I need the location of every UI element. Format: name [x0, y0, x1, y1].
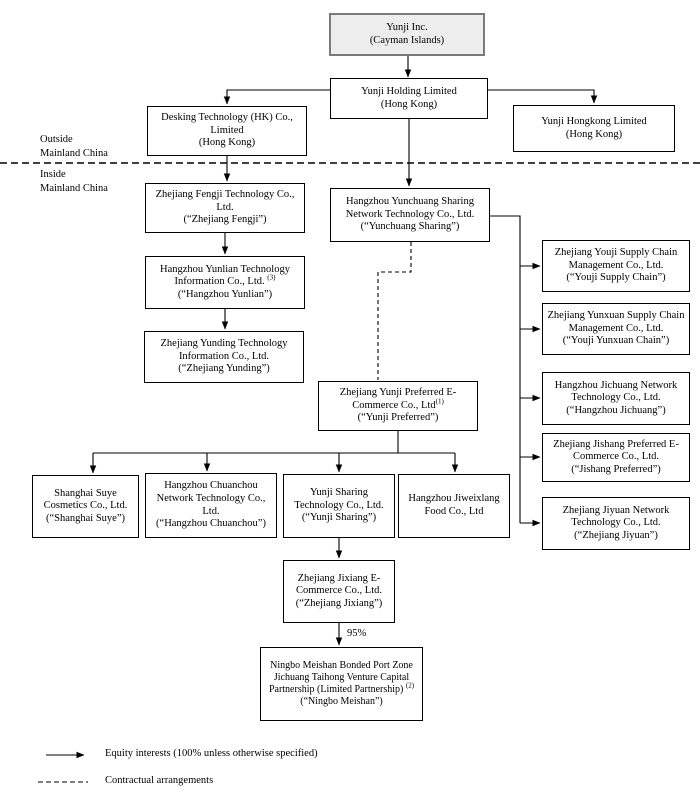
company-sub: (Hong Kong)	[380, 98, 438, 110]
org-box-zhejiang-jiyuan: Zhejiang Jiyuan Network Technology Co., …	[542, 497, 690, 550]
company-sub: (“Yunji Preferred”)	[357, 412, 439, 424]
legend-contractual-label: Contractual arrangements	[105, 775, 214, 786]
company-name: Ningbo Meishan Bonded Port Zone Jichuang…	[268, 660, 415, 695]
company-name: Zhejiang Jishang Preferred E-Commerce Co…	[553, 438, 679, 463]
company-sub: (“Youji Supply Chain”)	[566, 272, 666, 284]
company-name: Yunji Inc.	[386, 21, 428, 33]
company-name: Hangzhou Yunchuang Sharing Network Techn…	[345, 196, 475, 220]
company-name: Zhejiang Youji Supply Chain Management C…	[554, 247, 678, 271]
company-name: Hangzhou Chuanchou Network Technology Co…	[156, 480, 266, 517]
org-box-jishang-preferred: Zhejiang Jishang Preferred E-Commerce Co…	[542, 433, 690, 482]
company-sub: (“Zhejiang Fengji”)	[183, 214, 267, 226]
company-name: Zhejiang Yunding Technology Information …	[160, 338, 288, 362]
org-box-desking: Desking Technology (HK) Co., Limited (Ho…	[147, 106, 307, 156]
company-name: Zhejiang Jixiang E-Commerce Co., Ltd.	[295, 572, 383, 597]
company-name: Hangzhou Yunlian Technology Information …	[160, 263, 290, 288]
org-box-ningbo-meishan: Ningbo Meishan Bonded Port Zone Jichuang…	[260, 647, 423, 721]
company-name: Hangzhou Jiweixlang Food Co., Ltd	[408, 493, 500, 517]
company-name: Hangzhou Jichuang Network Technology Co.…	[554, 379, 678, 404]
org-box-yunji-hongkong: Yunji Hongkong Limited (Hong Kong)	[513, 105, 675, 152]
org-box-hangzhou-jiweixlang: Hangzhou Jiweixlang Food Co., Ltd	[398, 474, 510, 538]
company-sub: (“Zhejiang Yunding”)	[178, 363, 270, 375]
region-label-outside-mainland-china: Outside Mainland China	[40, 134, 108, 160]
company-sub: (“Jishang Preferred”)	[571, 463, 661, 475]
company-name: Zhejiang Jiyuan Network Technology Co., …	[562, 504, 670, 529]
org-box-hangzhou-chuanchou: Hangzhou Chuanchou Network Technology Co…	[145, 473, 277, 538]
company-name: Desking Technology (HK) Co., Limited	[161, 112, 293, 136]
connector-contractual-vie	[377, 242, 412, 380]
region-label-inside-mainland-china: Inside Mainland China	[40, 169, 108, 195]
company-name: Yunji Hongkong Limited	[541, 115, 647, 127]
connector-yunchuang-spine	[490, 215, 521, 523]
company-name: Shanghai Suye Cosmetics Co., Ltd.	[43, 487, 128, 512]
org-box-yunji-sharing: Yunji Sharing Technology Co., Ltd. (“Yun…	[283, 474, 395, 538]
company-sub: (“Zhejiang Jiyuan”)	[574, 529, 658, 541]
footnote-sup: (3)	[267, 273, 276, 282]
footnote-sup: (1)	[435, 397, 444, 406]
company-sub: (“Yunchuang Sharing”)	[360, 221, 460, 233]
company-sub: (“Ningbo Meishan”)	[300, 696, 383, 707]
company-sub: (“Hangzhou Yunlian”)	[177, 288, 273, 300]
org-box-yunji-preferred: Zhejiang Yunji Preferred E-Commerce Co.,…	[318, 381, 478, 431]
company-name: Zhejiang Fengji Technology Co., Ltd.	[155, 189, 295, 213]
company-sub: (“Youji Yunxuan Chain”)	[562, 335, 670, 347]
company-name: Yunji Holding Limited	[361, 85, 457, 97]
connector-holding-to-hongkong	[488, 89, 598, 104]
company-sub: (“Shanghai Suye”)	[45, 512, 126, 524]
company-name: Zhejiang Yunxuan Supply Chain Management…	[547, 310, 685, 334]
org-box-youji-supply-chain: Zhejiang Youji Supply Chain Management C…	[542, 240, 690, 292]
org-box-hangzhou-jichuang: Hangzhou Jichuang Network Technology Co.…	[542, 372, 690, 425]
org-box-yunji-inc: Yunji Inc. (Cayman Islands)	[329, 13, 485, 56]
legend-equity-label: Equity interests (100% unless otherwise …	[105, 748, 318, 759]
company-sub: (Hong Kong)	[198, 137, 256, 149]
company-name: Zhejiang Yunji Preferred E-Commerce Co.,…	[339, 387, 457, 411]
connector-holding-to-desking	[223, 89, 330, 105]
company-sub: (“Yunji Sharing”)	[301, 512, 377, 524]
footnote-sup: (2)	[405, 681, 415, 690]
company-sub: (“Hangzhou Jichuang”)	[566, 404, 666, 416]
company-sub: (“Zhejiang Jixiang”)	[295, 597, 383, 609]
company-sub: (Hong Kong)	[565, 128, 623, 140]
org-box-hangzhou-yunlian: Hangzhou Yunlian Technology Information …	[145, 256, 305, 309]
org-box-yunchuang-sharing: Hangzhou Yunchuang Sharing Network Techn…	[330, 188, 490, 242]
org-box-yunxuan-supply-chain: Zhejiang Yunxuan Supply Chain Management…	[542, 303, 690, 355]
ownership-percentage-label: 95%	[347, 628, 367, 639]
org-box-zhejiang-fengji: Zhejiang Fengji Technology Co., Ltd. (“Z…	[145, 183, 305, 233]
company-name: Yunji Sharing Technology Co., Ltd.	[294, 487, 384, 511]
company-sub: (“Hangzhou Chuanchou”)	[156, 518, 266, 530]
org-box-yunji-holding: Yunji Holding Limited (Hong Kong)	[330, 78, 488, 119]
company-sub: (Cayman Islands)	[369, 34, 445, 46]
org-box-zhejiang-jixiang: Zhejiang Jixiang E-Commerce Co., Ltd. (“…	[283, 560, 395, 623]
org-box-zhejiang-yunding: Zhejiang Yunding Technology Information …	[144, 331, 304, 383]
org-box-shanghai-suye: Shanghai Suye Cosmetics Co., Ltd. (“Shan…	[32, 475, 139, 538]
